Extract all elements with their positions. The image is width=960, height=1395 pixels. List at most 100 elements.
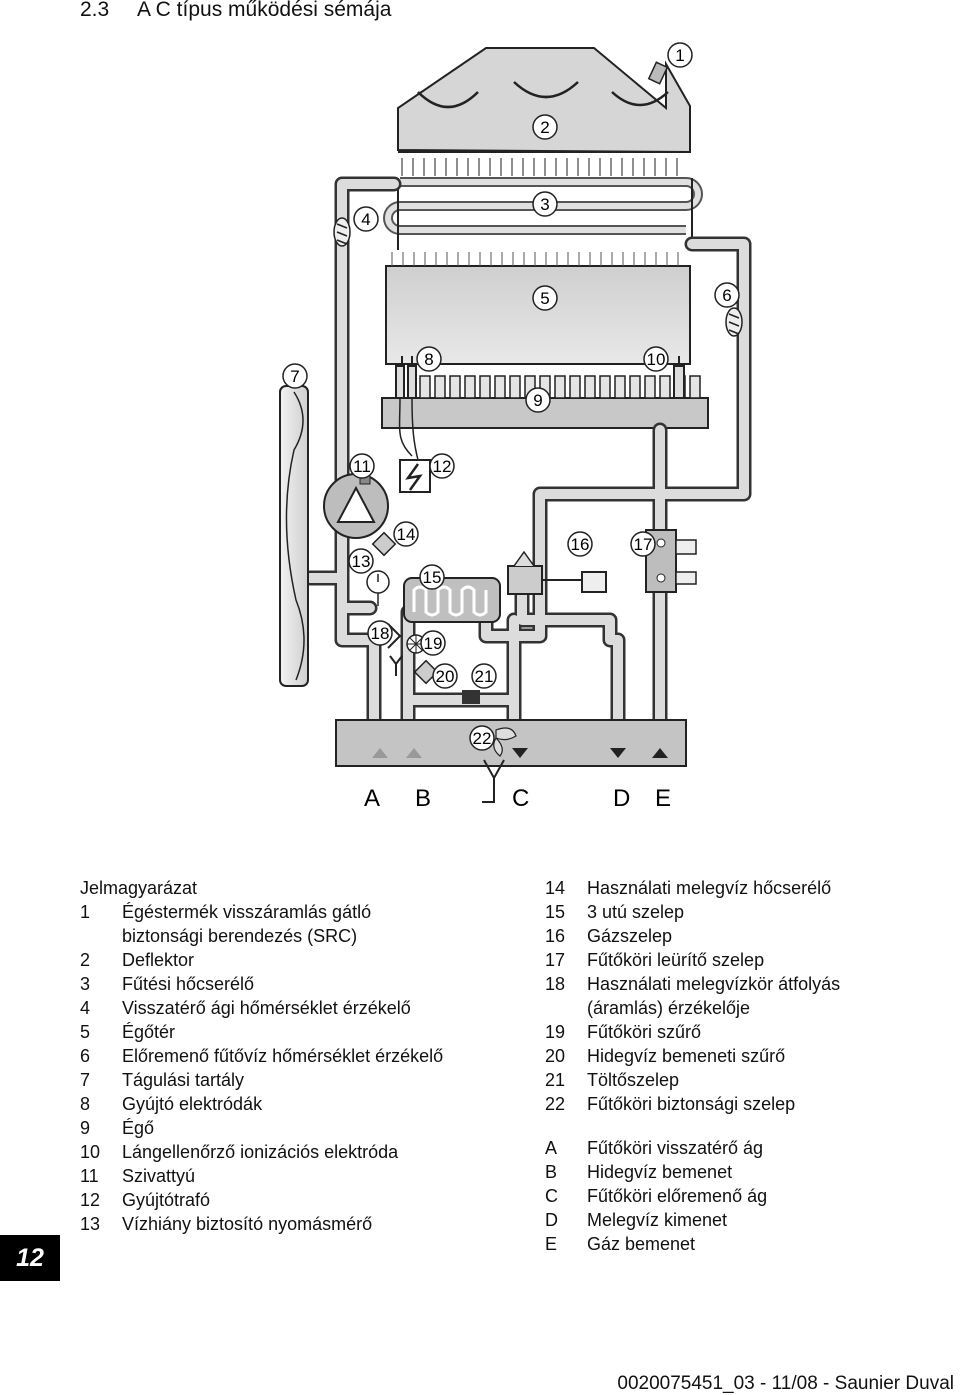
callout-number: 2	[540, 118, 549, 137]
legend-row: 3 Fűtési hőcserélő	[80, 972, 254, 996]
flow-sensor-icon	[406, 634, 426, 654]
callout-1: 1	[667, 42, 693, 68]
page-number: 12	[0, 1235, 60, 1281]
legend-description: Használati melegvízkör átfolyás	[587, 974, 841, 994]
callout-11: 11	[349, 453, 375, 479]
legend-key: 5	[80, 1022, 91, 1042]
legend-description: Fűtési hőcserélő	[122, 974, 255, 994]
callout-number: 20	[436, 667, 455, 686]
src-sensor-icon	[647, 61, 669, 85]
legend-description: Fűtőköri leürítő szelep	[587, 950, 765, 970]
connection-letters: A B C D E	[364, 785, 671, 812]
legend-row: 11 Szivattyú	[80, 1164, 197, 1188]
pump-icon	[323, 473, 389, 539]
legend-key: 4	[80, 998, 91, 1018]
legend-row: biztonsági berendezés (SRC)	[80, 924, 357, 948]
three-way-valve-icon	[507, 550, 607, 595]
legend-key: 21	[545, 1070, 566, 1090]
footer-code: 0020075451_03 - 11/08 - Saunier Duval	[617, 1373, 954, 1394]
connection-letter-b: B	[415, 785, 431, 812]
legend-key: 16	[545, 926, 566, 946]
callout-number: 7	[290, 367, 299, 386]
legend-key: D	[545, 1210, 558, 1230]
legend-key: B	[545, 1162, 558, 1182]
callout-number: 5	[540, 289, 549, 308]
callout-21: 21	[471, 663, 497, 689]
legend-description: (áramlás) érzékelője	[587, 998, 751, 1018]
callout-9: 9	[525, 387, 551, 413]
callout-20: 20	[432, 663, 458, 689]
legend-description: Visszatérő ági hőmérséklet érzékelő	[122, 998, 411, 1018]
legend-key: 2	[80, 950, 91, 970]
callout-5: 5	[532, 285, 558, 311]
legend-description: Vízhiány biztosító nyomásmérő	[122, 1214, 373, 1234]
legend-key: C	[545, 1186, 558, 1206]
legend-description: Fűtőköri biztonsági szelep	[587, 1094, 796, 1114]
connection-letter-d: D	[613, 785, 630, 812]
connection-letter-a: A	[364, 785, 380, 812]
callout-number: 18	[371, 624, 390, 643]
legend-key: 20	[545, 1046, 566, 1066]
dhw-heat-exchanger	[403, 577, 501, 623]
drain-valve-icon	[387, 623, 403, 676]
callout-number: 8	[424, 350, 433, 369]
legend-description: Használati melegvíz hőcserélő	[587, 878, 832, 898]
connection-plate	[335, 719, 687, 767]
heat-exchanger-fins	[401, 158, 678, 176]
return-temperature-sensor-icon	[333, 217, 351, 247]
callout-number: 12	[433, 457, 452, 476]
callout-12: 12	[429, 453, 455, 479]
legend-key: 22	[545, 1094, 566, 1114]
callout-7: 7	[282, 363, 308, 389]
legend-row: 2 Deflektor	[80, 948, 197, 972]
callout-number: 4	[361, 210, 370, 229]
legend-description: Fűtőköri előremenő ág	[587, 1186, 768, 1206]
callout-number: 13	[352, 552, 371, 571]
legend-key: 19	[545, 1022, 566, 1042]
combustion-chamber	[385, 252, 691, 365]
section-title: A C típus működési sémája	[137, 0, 392, 21]
legend-description: Fűtőköri szűrő	[587, 1022, 702, 1042]
connection-letter-c: C	[512, 785, 529, 812]
legend-title: Jelmagyarázat	[80, 878, 198, 898]
cold-water-filter-icon	[413, 659, 439, 685]
deflector-hood	[397, 47, 691, 154]
legend-description: Fűtőköri visszatérő ág	[587, 1138, 764, 1158]
legend-description: Gáz bemenet	[587, 1234, 696, 1254]
legend-description: Előremenő fűtővíz hőmérséklet érzékelő	[122, 1046, 444, 1066]
callout-number: 9	[533, 391, 542, 410]
legend-key: 11	[80, 1166, 99, 1186]
legend-key: 9	[80, 1118, 91, 1138]
legend-description: Hidegvíz bemeneti szűrő	[587, 1046, 786, 1066]
callout-18: 18	[367, 620, 393, 646]
callout-number: 21	[475, 667, 494, 686]
legend-description: Szivattyú	[122, 1166, 196, 1186]
legend-description: Égő	[122, 1118, 155, 1138]
legend-description: Lángellenőrző ionizációs elektróda	[122, 1142, 399, 1162]
legend-key: 15	[545, 902, 566, 922]
legend-key: 1	[80, 902, 91, 922]
ionization-electrode-icon	[673, 356, 685, 399]
callout-17: 17	[630, 531, 656, 557]
legend-key: 13	[80, 1214, 101, 1234]
legend-description: Deflektor	[122, 950, 195, 970]
callout-number: 15	[423, 568, 442, 587]
legend-description: Hidegvíz bemenet	[587, 1162, 733, 1182]
section-number: 2.3	[80, 0, 110, 21]
callout-number: 19	[424, 634, 443, 653]
callout-6: 6	[714, 282, 740, 308]
flow-temperature-sensor-icon	[725, 307, 743, 337]
legend-key: 3	[80, 974, 91, 994]
legend-key: 18	[545, 974, 566, 994]
callout-number: 6	[722, 286, 731, 305]
legend-key: 12	[80, 1190, 101, 1210]
expansion-tank	[279, 385, 309, 687]
